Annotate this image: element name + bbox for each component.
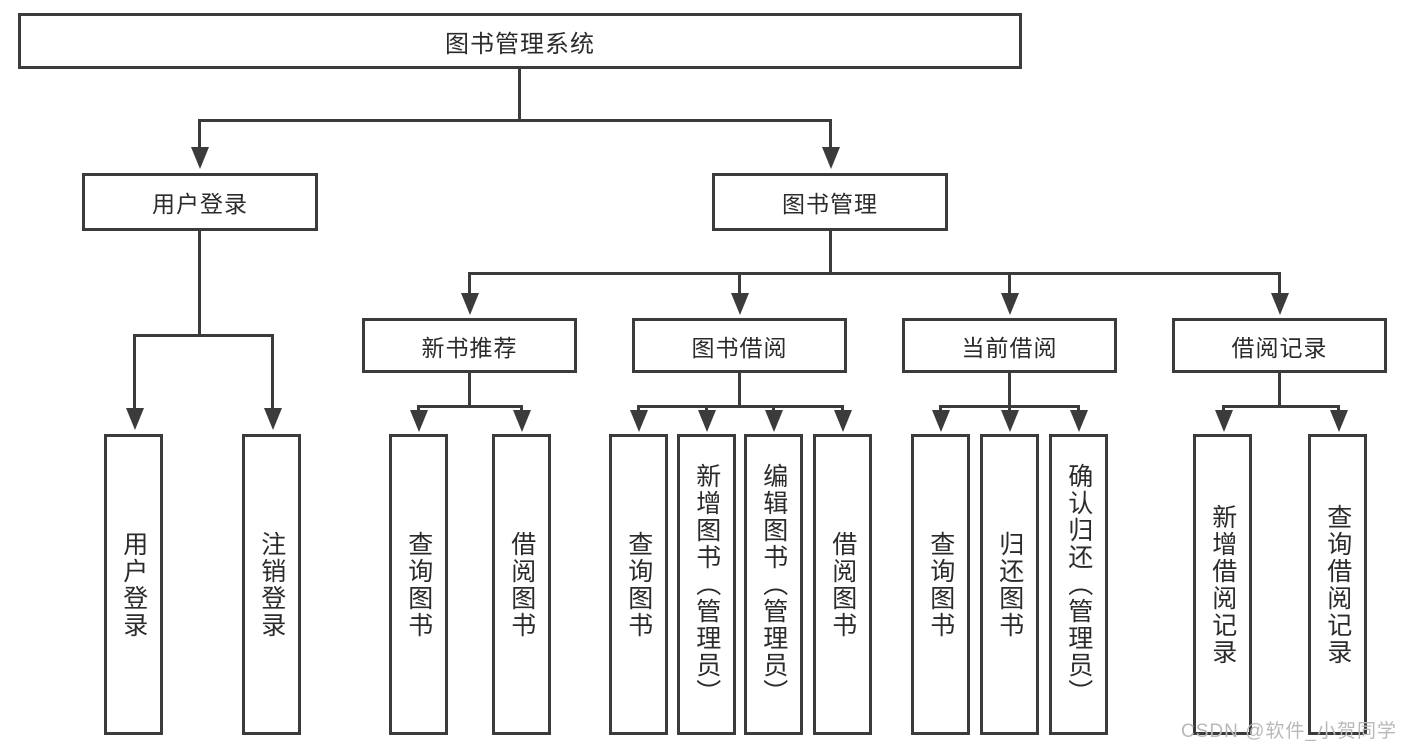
connector-book-borrow-stem bbox=[738, 373, 741, 408]
leaf-logout[interactable]: 注销登录 bbox=[242, 434, 301, 735]
leaf-add-borrow-record[interactable]: 新增借阅记录 bbox=[1193, 434, 1252, 735]
leaf-edit-book-admin[interactable]: 编辑图书（管理员） bbox=[744, 434, 803, 735]
node-label: 注销登录 bbox=[257, 530, 286, 639]
node-label: 用户登录 bbox=[119, 530, 148, 639]
node-label: 用户登录 bbox=[152, 191, 248, 217]
arrow-to-leaf-borrow-book-2 bbox=[834, 410, 852, 432]
arrow-to-leaf-borrow-book-1 bbox=[513, 410, 531, 432]
connector-borrow-record-bus bbox=[1222, 405, 1340, 408]
node-label: 图书借阅 bbox=[691, 334, 788, 361]
connector-drop-leaf-add-book bbox=[705, 405, 708, 412]
connector-drop-leaf-add-borrow-record bbox=[1222, 405, 1225, 412]
connector-drop-leaf-query-borrow-record bbox=[1337, 405, 1340, 412]
node-label: 查询图书 bbox=[404, 530, 433, 639]
node-new-book-recommend[interactable]: 新书推荐 bbox=[362, 318, 577, 373]
arrow-to-leaf-add-book bbox=[698, 410, 716, 432]
connector-user-login-bus bbox=[133, 334, 274, 337]
connector-drop-leaf-query-book-1 bbox=[417, 405, 420, 412]
node-label: 新增借阅记录 bbox=[1208, 503, 1237, 666]
connector-level3-bus bbox=[468, 272, 1281, 275]
connector-root-stem bbox=[518, 69, 521, 121]
connector-drop-book-borrow bbox=[738, 272, 741, 295]
connector-drop-user-login bbox=[198, 119, 201, 149]
connector-new-book-rec-bus bbox=[417, 405, 523, 408]
node-label: 图书管理 bbox=[782, 191, 878, 217]
arrow-to-leaf-query-book-3 bbox=[932, 410, 950, 432]
connector-drop-book-manage bbox=[829, 119, 832, 149]
arrow-to-leaf-add-borrow-record bbox=[1215, 410, 1233, 432]
node-label: 新增图书（管理员） bbox=[692, 463, 721, 706]
arrow-to-borrow-record bbox=[1271, 293, 1289, 315]
connector-drop-leaf-edit-book bbox=[772, 405, 775, 412]
node-label: 确认归还（管理员） bbox=[1064, 463, 1093, 706]
connector-book-manage-stem bbox=[829, 231, 832, 275]
leaf-query-book-current[interactable]: 查询图书 bbox=[911, 434, 970, 735]
connector-drop-leaf-confirm-return bbox=[1077, 405, 1080, 412]
node-label: 图书管理系统 bbox=[445, 30, 595, 58]
leaf-user-login[interactable]: 用户登录 bbox=[104, 434, 163, 735]
node-label: 当前借阅 bbox=[961, 334, 1058, 361]
leaf-query-book-borrow[interactable]: 查询图书 bbox=[609, 434, 668, 735]
connector-borrow-record-stem bbox=[1278, 373, 1281, 408]
arrow-to-leaf-query-borrow-record bbox=[1330, 410, 1348, 432]
node-book-borrow[interactable]: 图书借阅 bbox=[632, 318, 847, 373]
arrow-to-user-login bbox=[191, 147, 209, 169]
connector-new-book-rec-stem bbox=[468, 373, 471, 408]
node-label: 查询借阅记录 bbox=[1323, 503, 1352, 666]
arrow-to-leaf-confirm-return bbox=[1070, 410, 1088, 432]
arrow-to-leaf-logout bbox=[264, 408, 282, 430]
connector-drop-leaf-query-book-2 bbox=[637, 405, 640, 412]
arrow-to-leaf-query-book-2 bbox=[630, 410, 648, 432]
connector-book-borrow-bus bbox=[637, 405, 844, 408]
node-label: 查询图书 bbox=[624, 530, 653, 639]
leaf-return-book[interactable]: 归还图书 bbox=[980, 434, 1039, 735]
node-label: 借阅图书 bbox=[507, 530, 536, 639]
node-book-management[interactable]: 图书管理 bbox=[712, 173, 948, 231]
node-root-library-system[interactable]: 图书管理系统 bbox=[18, 13, 1022, 69]
arrow-to-leaf-user-login bbox=[126, 408, 144, 430]
connector-drop-current-borrow bbox=[1008, 272, 1011, 295]
connector-drop-leaf-logout bbox=[271, 334, 274, 410]
connector-drop-leaf-borrow-book-1 bbox=[520, 405, 523, 412]
leaf-borrow-book-borrow[interactable]: 借阅图书 bbox=[813, 434, 872, 735]
node-label: 借阅图书 bbox=[828, 530, 857, 639]
connector-drop-leaf-borrow-book-2 bbox=[841, 405, 844, 412]
leaf-confirm-return-admin[interactable]: 确认归还（管理员） bbox=[1049, 434, 1108, 735]
connector-drop-new-book-rec bbox=[468, 272, 471, 295]
leaf-query-borrow-record[interactable]: 查询借阅记录 bbox=[1308, 434, 1367, 735]
connector-drop-leaf-return-book bbox=[1008, 405, 1011, 412]
connector-user-login-stem bbox=[198, 231, 201, 336]
arrow-to-leaf-query-book-1 bbox=[410, 410, 428, 432]
connector-current-borrow-stem bbox=[1008, 373, 1011, 408]
node-label: 归还图书 bbox=[995, 530, 1024, 639]
node-current-borrow[interactable]: 当前借阅 bbox=[902, 318, 1117, 373]
node-label: 借阅记录 bbox=[1231, 334, 1328, 361]
connector-drop-leaf-query-book-3 bbox=[939, 405, 942, 412]
connector-drop-borrow-record bbox=[1278, 272, 1281, 295]
leaf-query-book-newbook[interactable]: 查询图书 bbox=[389, 434, 448, 735]
arrow-to-book-manage bbox=[822, 147, 840, 169]
leaf-add-book-admin[interactable]: 新增图书（管理员） bbox=[677, 434, 736, 735]
node-user-login[interactable]: 用户登录 bbox=[82, 173, 318, 231]
connector-level2-bus bbox=[198, 119, 832, 122]
arrow-to-leaf-return-book bbox=[1001, 410, 1019, 432]
node-borrow-record[interactable]: 借阅记录 bbox=[1172, 318, 1387, 373]
arrow-to-new-book-rec bbox=[461, 293, 479, 315]
arrow-to-current-borrow bbox=[1001, 293, 1019, 315]
csdn-watermark: CSDN @软件_小贺同学 bbox=[1181, 721, 1397, 742]
leaf-borrow-book-newbook[interactable]: 借阅图书 bbox=[492, 434, 551, 735]
arrow-to-leaf-edit-book bbox=[765, 410, 783, 432]
arrow-to-book-borrow bbox=[731, 293, 749, 315]
node-label: 新书推荐 bbox=[421, 334, 518, 361]
connector-drop-leaf-user-login bbox=[133, 334, 136, 410]
node-label: 编辑图书（管理员） bbox=[759, 463, 788, 706]
node-label: 查询图书 bbox=[926, 530, 955, 639]
